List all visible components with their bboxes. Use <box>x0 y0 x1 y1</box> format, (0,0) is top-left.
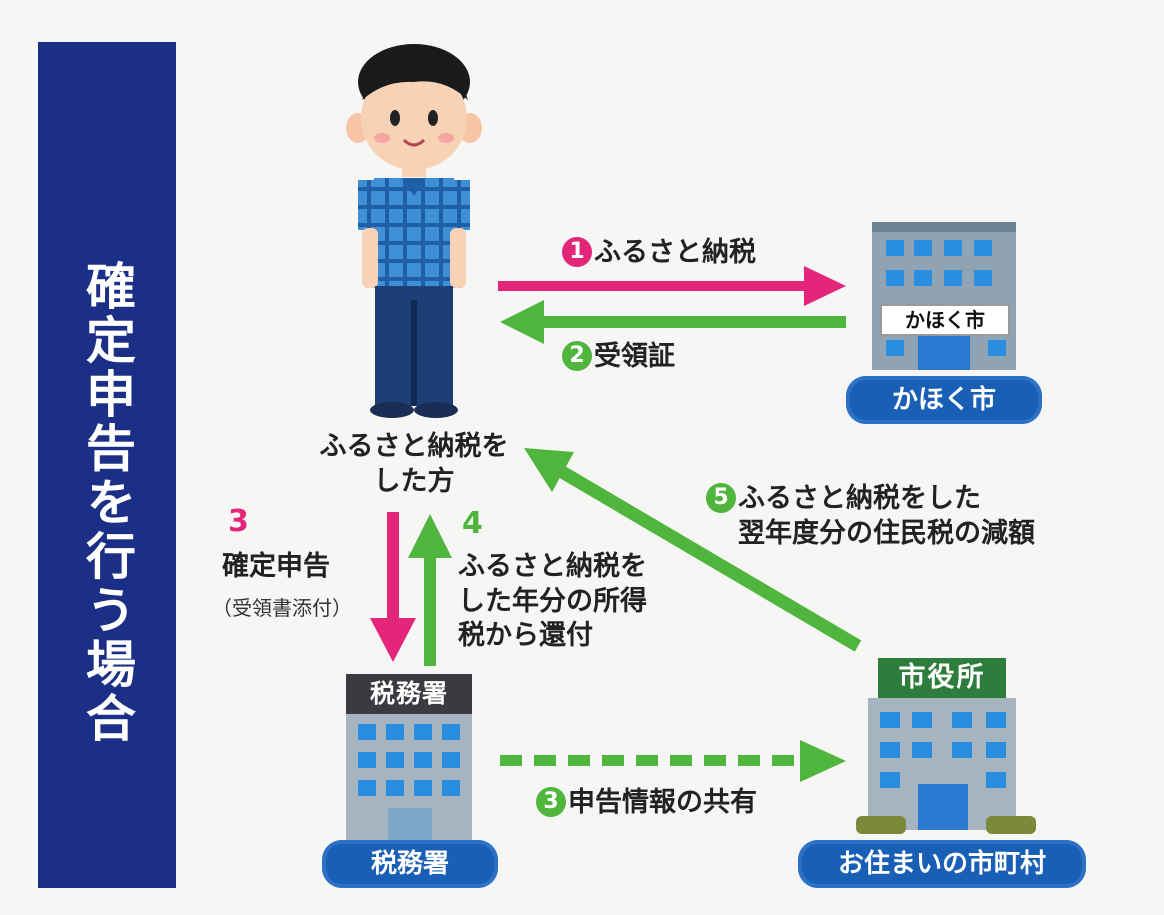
step2-number-badge: 2 <box>562 341 592 371</box>
kahoku-city-pill: かほく市 <box>846 376 1042 424</box>
municipality-pill: お住まいの市町村 <box>798 840 1086 888</box>
person-label: ふるさと納税を した方 <box>300 430 528 499</box>
step1-text: ふるさと納税 <box>594 237 756 268</box>
step5-line1: ふるさと納税をした <box>738 483 981 514</box>
arrow-tax-declaration <box>370 512 416 662</box>
tax-office-building-sign: 税務署 <box>346 674 472 714</box>
step3-declaration-number: 3 <box>228 504 249 539</box>
step5-number-badge: 5 <box>706 483 736 513</box>
sidebar-title: 確定申告を行う場合 <box>78 260 136 746</box>
kahoku-building-sign: かほく市 <box>880 304 1010 336</box>
step4-line1: ふるさと納税を <box>458 551 647 582</box>
step4-number: 4 <box>462 506 483 541</box>
sidebar-banner: 確定申告を行う場合 <box>38 42 176 888</box>
step2-text: 受領証 <box>594 341 675 372</box>
person-label-line2: した方 <box>373 465 455 497</box>
step3-share-number-badge: 3 <box>536 787 566 817</box>
arrow-receipt <box>500 300 846 344</box>
city-hall-illustration <box>856 698 1036 834</box>
arrow-info-sharing <box>500 740 846 782</box>
step4-line2: した年分の所得 <box>458 585 647 617</box>
step3-declaration-sub: （受領書添付） <box>212 596 352 620</box>
arrow-furusato-payment <box>498 266 846 306</box>
person-label-line1: ふるさと納税を <box>319 431 509 462</box>
kahoku-building-illustration <box>872 222 1016 370</box>
step1-number-badge: 1 <box>562 237 592 267</box>
city-hall-building-sign: 市役所 <box>878 658 1006 698</box>
step3-share-text: 申告情報の共有 <box>568 787 757 818</box>
arrow-income-tax-refund <box>408 514 452 666</box>
step3-declaration-text: 確定申告 <box>222 551 330 582</box>
step4-line3: 税から還付 <box>458 620 593 652</box>
step5-line2: 翌年度分の住民税の減額 <box>738 517 1035 549</box>
step4-text: ふるさと納税を した年分の所得 税から還付 <box>458 550 647 654</box>
arrow-resident-tax-reduction <box>524 448 862 652</box>
tax-office-pill: 税務署 <box>322 840 498 888</box>
person-illustration <box>346 44 482 418</box>
